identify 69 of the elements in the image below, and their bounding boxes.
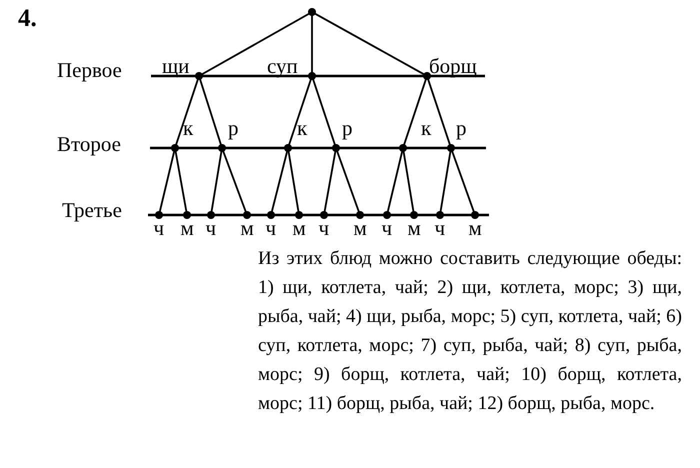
option-label: р	[228, 117, 238, 139]
branch-line	[202, 13, 310, 75]
branch-line	[440, 151, 452, 212]
branch-line	[387, 150, 403, 212]
option-label: к	[183, 117, 194, 139]
branch-line	[311, 15, 313, 73]
node-dot	[356, 211, 364, 219]
node-dot	[195, 72, 203, 80]
branch-line	[159, 150, 175, 212]
option-label: ч	[434, 217, 446, 239]
node-dot	[155, 211, 163, 219]
branch-line	[199, 78, 222, 146]
option-label: м	[292, 217, 306, 239]
node-dot	[308, 8, 316, 16]
branch-line	[427, 78, 451, 146]
option-label: борщ	[429, 55, 477, 77]
option-label: ч	[318, 217, 330, 239]
node-dot	[410, 211, 418, 219]
node-dot	[308, 72, 316, 80]
level-label: Второе	[57, 133, 121, 155]
option-label: м	[354, 217, 367, 239]
node-dot	[171, 144, 179, 152]
option-label: ч	[266, 217, 276, 239]
option-label: м	[240, 217, 254, 239]
option-label: ч	[206, 217, 216, 239]
branch-line	[222, 150, 246, 212]
node-dot	[207, 211, 215, 219]
option-label: ч	[154, 217, 164, 239]
branch-line	[271, 150, 288, 212]
branch-line	[175, 78, 199, 146]
branch-line	[451, 150, 475, 212]
branch-line	[314, 13, 424, 75]
node-dot	[320, 211, 328, 219]
node-dot	[332, 144, 340, 152]
node-dot	[243, 211, 251, 219]
option-label: р	[456, 117, 466, 139]
branch-line	[210, 151, 222, 212]
option-label: р	[342, 117, 352, 139]
option-label: суп	[267, 55, 298, 77]
node-dot	[436, 211, 444, 219]
node-dot	[295, 211, 303, 219]
node-dot	[267, 211, 275, 219]
node-dot	[423, 72, 431, 80]
level-label: Третье	[62, 199, 122, 221]
node-dot	[383, 211, 391, 219]
branch-line	[312, 78, 336, 146]
node-dot	[218, 144, 226, 152]
option-label: к	[421, 117, 432, 139]
option-label: к	[297, 117, 308, 139]
branch-line	[288, 151, 300, 212]
branch-line	[324, 151, 336, 212]
node-dot	[447, 144, 455, 152]
option-label: щи	[162, 55, 190, 77]
branch-line	[402, 151, 414, 212]
node-dot	[471, 211, 479, 219]
node-dot	[183, 211, 191, 219]
option-label: ч	[382, 217, 392, 239]
option-label: м	[408, 217, 421, 239]
option-label: м	[180, 217, 194, 239]
node-dot	[399, 144, 407, 152]
answer-paragraph: Из этих блюд можно составить следующие обеды: 1) щи, котлета, чай; 2) щи, котлета, морс; 3) щи, рыба, чай; 4) щи, рыба, морс; 5) суп, котлета, чай; 6) суп, котлета, морс; 7) суп, рыба, чай; 8) суп, рыба, морс; 9) борщ, котлета, чай; 10) борщ, котлета, морс; 11) борщ, рыба, чай; 12) борщ, рыба, морс.	[258, 247, 682, 416]
exercise-number: 4.	[18, 6, 37, 32]
branch-line	[403, 78, 427, 146]
branch-line	[288, 78, 312, 146]
branch-line	[336, 150, 360, 212]
option-label: м	[468, 217, 482, 239]
node-dot	[284, 144, 292, 152]
level-label: Первое	[57, 59, 122, 81]
branch-line	[174, 151, 188, 212]
